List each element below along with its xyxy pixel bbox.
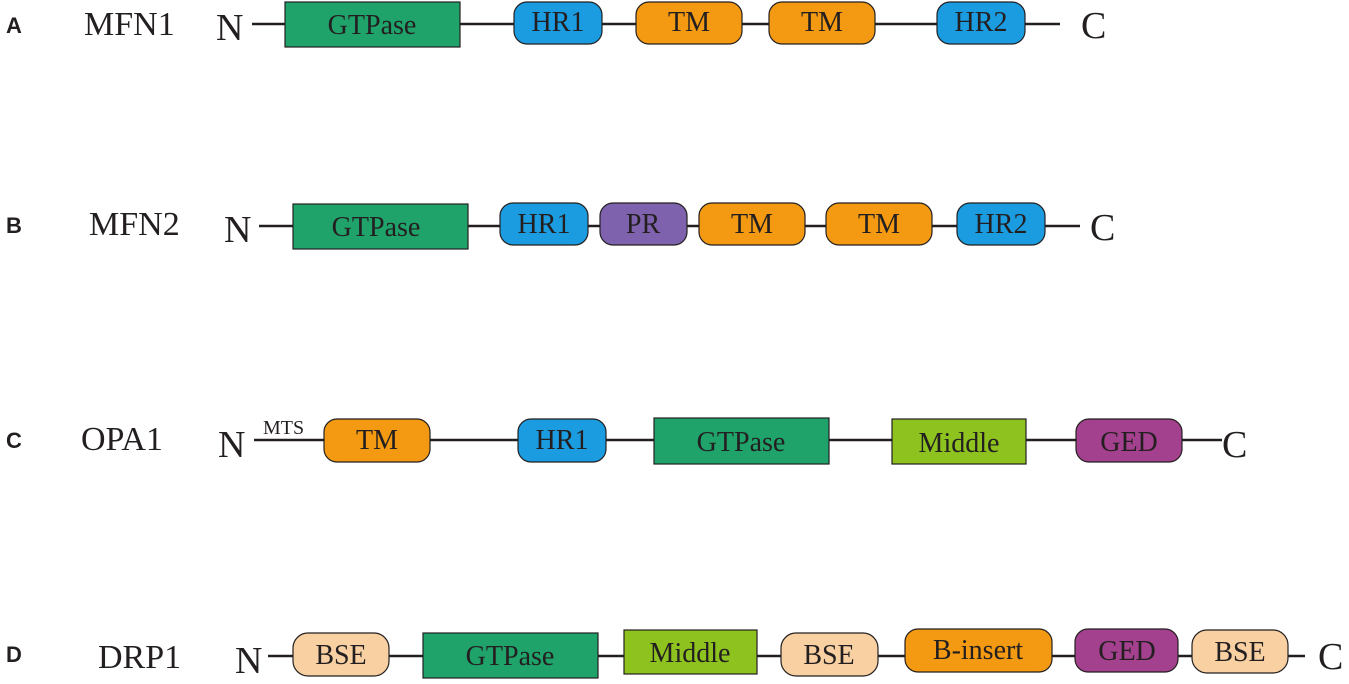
- domain-middle: Middle: [891, 418, 1027, 465]
- panel-c: C OPA1 N MTS C TM HR1 GTPase Middle GED: [6, 417, 1247, 466]
- domain-box: [292, 632, 390, 677]
- domain-label: GED: [1098, 636, 1156, 667]
- domain-box: [936, 1, 1026, 45]
- domain-box: [422, 632, 599, 679]
- domain-gtpase: GTPase: [292, 203, 469, 250]
- domain-label: HR1: [536, 425, 589, 456]
- domain-bse: BSE: [292, 632, 390, 677]
- domain-box: [1075, 418, 1183, 463]
- domain-box: [1191, 629, 1289, 674]
- domain-label: GTPase: [328, 10, 417, 41]
- domain-hr1: HR1: [499, 202, 589, 246]
- domain-box: [825, 202, 933, 246]
- panel-letter: D: [6, 642, 22, 667]
- domain-box: [768, 1, 876, 45]
- domain-label: GED: [1100, 427, 1158, 458]
- domain-tm: TM: [323, 418, 431, 463]
- domain-label: TM: [801, 7, 843, 38]
- domain-tm: TM: [768, 1, 876, 45]
- domain-ged: GED: [1075, 418, 1183, 463]
- domain-pr: PR: [599, 202, 688, 246]
- domain-box: [698, 202, 806, 246]
- domain-label: GTPase: [466, 641, 555, 672]
- domain-gtpase: GTPase: [653, 417, 830, 465]
- domain-label: Middle: [650, 638, 731, 669]
- protein-name: MFN2: [89, 206, 180, 243]
- c-terminus-label: C: [1222, 424, 1247, 466]
- domain-box: [517, 418, 607, 463]
- panel-letter: B: [6, 213, 22, 238]
- domain-label: Middle: [919, 428, 1000, 459]
- domain-label: GTPase: [697, 427, 786, 458]
- domain-box: [623, 629, 758, 675]
- domain-label: TM: [858, 209, 900, 240]
- c-terminus-label: C: [1081, 5, 1106, 47]
- n-terminus-label: N: [235, 640, 262, 679]
- panel-letter: C: [6, 428, 22, 453]
- protein-name: MFN1: [84, 6, 175, 43]
- n-terminus-label: N: [216, 7, 243, 49]
- panel-d: D DRP1 N C BSE GTPase Middle BSE B-inser…: [6, 628, 1343, 682]
- domain-label: GTPase: [332, 212, 421, 243]
- domain-box: [635, 1, 743, 45]
- c-terminus-label: C: [1318, 636, 1343, 678]
- domain-b-insert: B-insert: [904, 628, 1053, 673]
- domain-box: [653, 417, 830, 465]
- domain-label: TM: [668, 7, 710, 38]
- mts-label: MTS: [263, 417, 304, 439]
- c-terminus-label: C: [1090, 207, 1115, 249]
- domain-tm: TM: [825, 202, 933, 246]
- domain-hr1: HR1: [517, 418, 607, 463]
- domain-middle: Middle: [623, 629, 758, 675]
- domain-bse: BSE: [1191, 629, 1289, 674]
- domain-label: HR1: [518, 209, 571, 240]
- domain-box: [780, 632, 879, 677]
- protein-name: OPA1: [81, 421, 163, 458]
- domain-box: [904, 628, 1053, 673]
- n-terminus-label: N: [224, 209, 251, 251]
- domain-box: [292, 203, 469, 250]
- domain-tm: TM: [635, 1, 743, 45]
- domain-hr2: HR2: [936, 1, 1026, 45]
- domain-gtpase: GTPase: [284, 1, 461, 48]
- domain-box: [513, 1, 603, 45]
- domain-hr1: HR1: [513, 1, 603, 45]
- domain-label: HR1: [532, 7, 585, 38]
- domain-box: [956, 202, 1046, 246]
- domain-box: [1074, 628, 1179, 673]
- domain-label: B-insert: [933, 635, 1023, 666]
- domain-label: BSE: [803, 640, 854, 671]
- protein-name: DRP1: [98, 639, 181, 676]
- domain-label: PR: [626, 209, 661, 240]
- domain-ged: GED: [1074, 628, 1179, 673]
- n-terminus-label: N: [218, 424, 245, 466]
- domain-label: TM: [731, 209, 773, 240]
- domain-hr2: HR2: [956, 202, 1046, 246]
- domain-gtpase: GTPase: [422, 632, 599, 679]
- domain-label: TM: [356, 425, 398, 456]
- domain-label: HR2: [975, 209, 1028, 240]
- domain-tm: TM: [698, 202, 806, 246]
- domain-box: [284, 1, 461, 48]
- domain-bse: BSE: [780, 632, 879, 677]
- domain-box: [891, 418, 1027, 465]
- domain-box: [323, 418, 431, 463]
- domain-label: BSE: [315, 640, 366, 671]
- panel-b: B MFN2 N C GTPase HR1 PR TM TM HR2: [6, 202, 1115, 251]
- panel-a: A MFN1 N C GTPase HR1 TM TM HR2: [6, 1, 1106, 49]
- domain-label: BSE: [1214, 637, 1265, 668]
- panel-letter: A: [6, 13, 22, 38]
- domain-box: [499, 202, 589, 246]
- domain-box: [599, 202, 688, 246]
- domain-label: HR2: [955, 7, 1008, 38]
